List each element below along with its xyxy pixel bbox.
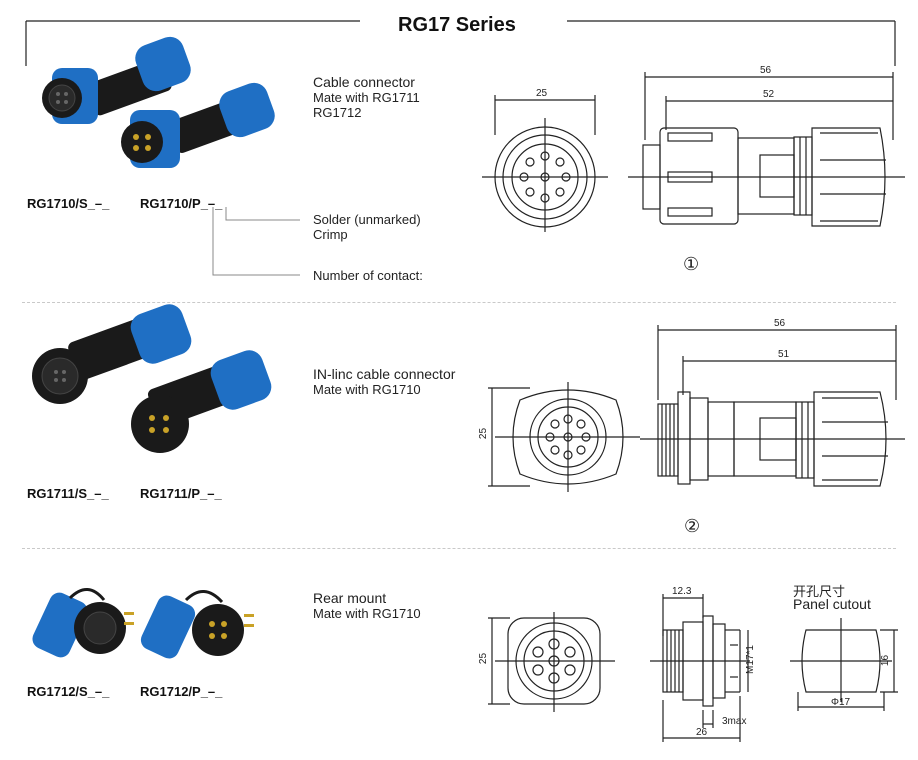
description-line: Mate with RG1711 — [313, 90, 420, 105]
description-line: Cable connector — [313, 74, 415, 90]
dim-overall-1: 56 — [760, 65, 772, 76]
dim-front-width-1: 25 — [536, 88, 548, 99]
panel-cutout-drawing — [790, 618, 898, 711]
connector-image-rg1710 — [42, 36, 275, 168]
termination-callout: Solder (unmarked) Crimp — [313, 212, 421, 242]
section-divider — [22, 548, 896, 549]
page-title: RG17 Series — [398, 14, 516, 36]
cutout-title-cn: 开孔尺寸 — [793, 584, 846, 599]
connector-image-rg1712 — [32, 588, 254, 659]
dim-thread: M17*1 — [744, 645, 756, 674]
model-rg1711-p: RG1711/P_–_ — [140, 486, 222, 501]
description-line: IN-linc cable connector — [313, 366, 456, 382]
front-view-1 — [482, 95, 608, 232]
section-2-description: IN-linc cable connector Mate with RG1710 — [313, 366, 456, 398]
figure-number-2: ② — [684, 516, 701, 536]
section-divider — [22, 302, 896, 303]
section-1-description: Cable connector Mate with RG1711 RG1712 — [313, 74, 420, 121]
front-view-3 — [488, 612, 615, 712]
side-view-3 — [650, 594, 750, 742]
dim-front-height-2: 25 — [478, 427, 490, 440]
figure-number-1: ① — [683, 254, 700, 274]
side-view-1 — [628, 72, 905, 227]
dim-body-2: 51 — [778, 349, 790, 360]
front-view-2 — [488, 382, 640, 492]
model-rg1710-s: RG1710/S_–_ — [27, 196, 110, 211]
model-rg1712-s: RG1712/S_–_ — [27, 684, 110, 699]
section-3-description: Rear mount Mate with RG1710 — [313, 590, 421, 622]
model-rg1710-p: RG1710/P_–_ — [140, 196, 223, 211]
description-line: RG1712 — [313, 105, 362, 120]
description-line: Mate with RG1710 — [313, 606, 421, 621]
cutout-title-en: Panel cutout — [793, 596, 871, 612]
dim-overall-2: 56 — [774, 318, 786, 329]
connector-image-rg1711 — [32, 304, 272, 453]
dim-body-1: 52 — [763, 89, 775, 100]
model-rg1711-s: RG1711/S_–_ — [27, 486, 109, 501]
dim-cutout-dia: Φ17 — [831, 697, 851, 708]
dim-front-height-3: 25 — [478, 652, 490, 665]
callout-solder: Solder (unmarked) — [313, 212, 421, 227]
dim-cutout-flat: 16 — [880, 654, 892, 667]
description-line: Rear mount — [313, 590, 387, 606]
dim-panel-max: 3max — [722, 716, 747, 727]
dim-flange: 12.3 — [672, 586, 692, 597]
model-rg1712-p: RG1712/P_–_ — [140, 684, 223, 699]
side-view-2 — [640, 325, 905, 487]
dim-length: 26 — [696, 727, 708, 738]
contacts-callout: Number of contact: — [313, 268, 423, 283]
callout-crimp: Crimp — [313, 227, 348, 242]
description-line: Mate with RG1710 — [313, 382, 421, 397]
